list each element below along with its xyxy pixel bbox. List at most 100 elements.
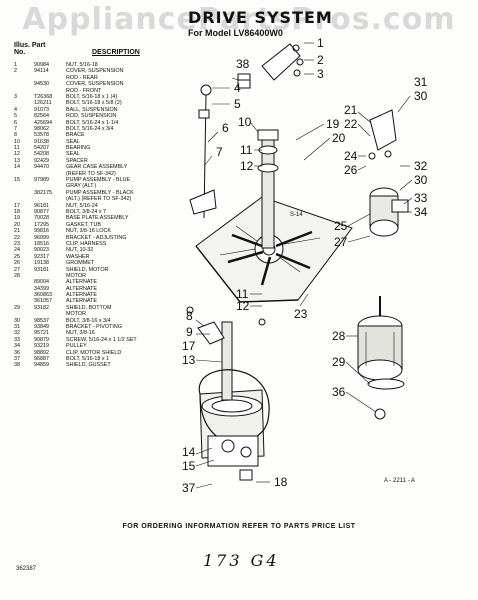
part-description: SHIELD, BOTTOM [66, 304, 112, 311]
callout-18: 18 [274, 475, 288, 489]
illus-number: 18 [14, 208, 20, 215]
part-number: 90879 [34, 336, 49, 343]
part-number: 92429 [34, 157, 49, 164]
part-description: PUMP ASSEMBLY - BLACK [66, 189, 134, 196]
part-number: 92317 [34, 253, 49, 260]
callout-24: 24 [344, 149, 358, 163]
part-number: 93181 [34, 266, 49, 273]
part-number: 70028 [34, 215, 49, 222]
illus-number: 30 [14, 317, 20, 324]
callout-38: 38 [236, 57, 250, 71]
part-description: BOLT, 3/8-24 x 7 [66, 208, 107, 215]
illus-number: 34 [14, 343, 20, 350]
figure-reference: A - 2211 - A [384, 478, 415, 484]
part-description: NUT, 3/8-16 [66, 330, 95, 337]
part-description: BRACKET - PIVOTING [66, 324, 122, 331]
part-number: 93849 [34, 324, 49, 331]
column-header-no: No. [14, 49, 26, 56]
column-header-description: DESCRIPTION [92, 49, 140, 56]
part-description: SEAL [66, 151, 80, 158]
part-number: 94114 [34, 68, 49, 75]
callout-31: 31 [414, 75, 428, 89]
part-number: 90877 [34, 208, 49, 215]
part-description: ALTERNATE [66, 292, 97, 299]
parts-list-row: MOTOR [14, 311, 176, 317]
part-description: NUT, 5/16-24 [66, 202, 98, 209]
callout-numbers: 1 2 3 4 5 6 7 8 9 10 11 12 11 12 13 14 1… [182, 36, 428, 495]
part-number: 361057 [34, 298, 52, 305]
parts-list-row: (REFER TO SF-342) [14, 171, 176, 177]
illus-number: 11 [14, 145, 20, 152]
part-description: (REFER TO SF-342) [66, 170, 116, 177]
part-number: 96181 [34, 202, 49, 209]
part-description: BRACKET - ADJUSTING [66, 234, 127, 241]
part-number: 93219 [34, 343, 49, 350]
illus-number: 25 [14, 253, 20, 260]
part-description: BEARING [66, 145, 91, 152]
part-number: 54208 [34, 151, 49, 158]
part-description: GRAY (ALT.) [66, 183, 97, 190]
illus-number: 14 [14, 164, 20, 171]
adjusting-bracket [368, 109, 397, 160]
part-description: BOLT, 3/8-16 x 3/4 [66, 317, 111, 324]
illus-number: 20 [14, 221, 20, 228]
part-number: 382175 [34, 189, 52, 196]
illus-number: 28 [14, 272, 20, 279]
part-description: NUT, 3/8-16 LOCK [66, 228, 111, 235]
illus-number: 23 [14, 240, 20, 247]
handwritten-note: 173 G4 [203, 551, 280, 570]
part-description: MOTOR [66, 311, 86, 318]
part-description: BASE PLATE ASSEMBLY [66, 215, 129, 222]
column-header-illus: Illus. Part [14, 42, 46, 49]
part-description: ROD - FRONT [66, 87, 102, 94]
illus-number: 13 [14, 157, 20, 164]
part-number: 17295 [34, 221, 49, 228]
illus-number: 8 [14, 132, 17, 139]
callout-10: 10 [238, 115, 252, 129]
callout-28: 28 [332, 329, 346, 343]
part-description: CLIP, HARNESS [66, 240, 107, 247]
part-description: GROMMET [66, 260, 95, 267]
illus-number: 3 [14, 93, 17, 100]
callout-20: 20 [332, 131, 346, 145]
part-description: ROD, SUSPENSION [66, 113, 117, 120]
part-description: SHIELD, GUSSET [66, 362, 111, 369]
callout-33: 33 [414, 191, 428, 205]
part-number: 95721 [34, 330, 49, 337]
illus-number: 26 [14, 260, 20, 267]
callout-7: 7 [216, 145, 223, 159]
part-description: PUMP ASSEMBLY - BLUE [66, 177, 131, 184]
callout-30-top: 30 [414, 89, 428, 103]
gear-case-assembly [198, 321, 270, 481]
leader-lines [195, 42, 413, 489]
part-description: BOLT, 5/16-18 x 5/8 (2) [66, 100, 122, 107]
parts-list-row: 18 90877 BOLT, 3/8-24 x 7 [14, 209, 176, 215]
part-number: 425694 [34, 119, 52, 126]
part-description: SPACER [66, 157, 88, 164]
part-description: CLIP, MOTOR SHIELD [66, 349, 122, 356]
illus-number: 15 [14, 177, 20, 184]
illus-number: 38 [14, 362, 20, 369]
part-description: BOLT, 5/16-18 x 1 (4) [66, 93, 118, 100]
part-description: SCREW, 5/16-24 x 1 1/2 SET [66, 336, 137, 343]
